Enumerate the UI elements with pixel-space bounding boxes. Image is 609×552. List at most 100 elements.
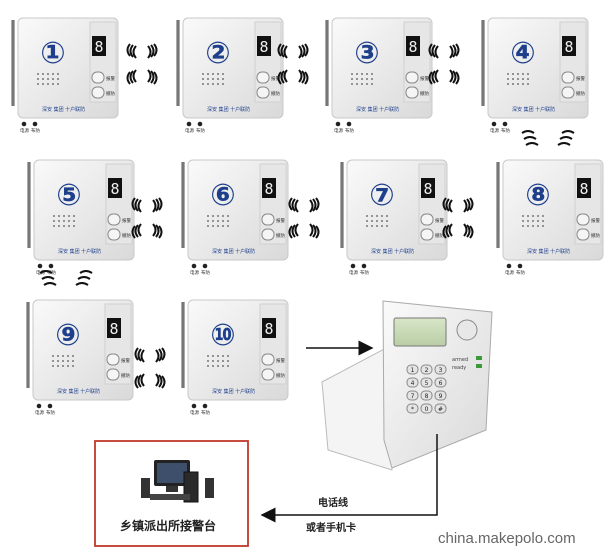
keypad-key-label: 3 [439,367,443,374]
unit-led-label: 电源 [505,269,514,276]
unit-button-label: 撤防 [576,90,585,97]
unit-number: ⑧ [525,178,550,213]
wireless-signal-icon [288,197,320,239]
keypad-lcd-screen [393,317,447,347]
unit-button-label: 撤防 [271,90,280,97]
unit-button [106,368,120,381]
unit-digit: 8 [259,38,268,56]
wireless-signal-icon [131,197,163,239]
link-label-phone-line: 电话线 [318,498,348,509]
unit-button-label: 报警 [276,217,285,224]
unit-button [107,228,121,241]
arrow-keypad-to-police [260,434,438,523]
computer-icon [141,460,214,503]
police-station-label: 乡镇派出所接警台 [120,519,217,533]
unit-button-label: 报警 [435,217,444,224]
unit-number: ⑦ [369,178,394,213]
unit-button [91,71,105,84]
unit-digit-display [257,36,271,56]
watermark: china.makepolo.com [438,530,576,547]
wireless-signal-icon [428,43,460,85]
unit-led-label: 电源 [35,409,44,416]
unit-number: ② [205,36,230,71]
unit-led-label: 电源 [190,269,199,276]
keypad-key [406,377,419,388]
unit-led-label: 布防 [360,269,369,276]
unit-number: ① [40,36,65,71]
unit-button-label: 撤防 [591,232,600,239]
unit-brand: 深安 集团 十户联防 [57,388,100,395]
unit-led-label: 电源 [20,127,29,134]
unit-button-label: 撤防 [435,232,444,239]
unit-button-label: 报警 [591,217,600,224]
unit-digit-display [108,178,122,198]
unit-digit: 8 [564,38,573,56]
keypad-key-label: 8 [425,393,429,400]
unit-brand: 深安 集团 十户联防 [527,248,570,255]
keypad-key-label: 7 [411,393,415,400]
unit-number: ⑥ [210,178,235,213]
keypad-key-label: 1 [411,367,415,374]
keypad-status-ready: ready [452,365,466,371]
unit-button [261,353,275,366]
unit-brand: 深安 集团 十户联防 [212,248,255,255]
unit-brand: 深安 集团 十户联防 [58,248,101,255]
keypad-key-label: 9 [439,393,443,400]
police-station-box [94,440,249,547]
wireless-signal-icon [134,347,166,389]
keypad-key-label: 5 [425,380,429,387]
unit-digit-display [107,318,121,338]
unit-number: ⑤ [56,178,81,213]
unit-digit: 8 [579,180,588,198]
unit-button-label: 撤防 [276,372,285,379]
unit-button-label: 报警 [420,75,429,82]
unit-led-label: 电源 [190,409,199,416]
unit-led-label: 布防 [501,127,510,134]
unit-led-label: 布防 [201,269,210,276]
unit-button [561,86,575,99]
unit-button [256,86,270,99]
keypad-key [406,390,419,401]
unit-led-label: 布防 [345,127,354,134]
unit-digit-display [92,36,106,56]
unit-digit: 8 [423,180,432,198]
unit-button [576,228,590,241]
unit-led-label: 布防 [201,409,210,416]
keypad-key [420,403,433,414]
keypad-nav-button [456,319,478,341]
unit-button-label: 报警 [122,217,131,224]
unit-digit: 8 [94,38,103,56]
unit-digit-display [577,178,591,198]
unit-digit: 8 [408,38,417,56]
unit-digit: 8 [264,180,273,198]
wireless-signal-icon [521,130,575,146]
unit-button-label: 报警 [576,75,585,82]
keypad-key [434,364,447,375]
unit-button-label: 报警 [276,357,285,364]
unit-button [405,86,419,99]
unit-button [420,213,434,226]
unit-number: ⑨ [55,318,80,353]
unit-button-label: 撤防 [121,372,130,379]
unit-led-label: 布防 [46,409,55,416]
keypad-key [420,377,433,388]
unit-brand: 深安 集团 十户联防 [356,106,399,113]
unit-brand: 深安 集团 十户联防 [371,248,414,255]
keypad-key [434,390,447,401]
unit-digit-display [562,36,576,56]
keypad-key-label: 6 [439,380,443,387]
keypad-key-label: 4 [411,380,415,387]
link-label-sim-card: 或者手机卡 [306,523,356,534]
unit-digit-display [262,318,276,338]
unit-led-label: 布防 [196,127,205,134]
unit-brand: 深安 集团 十户联防 [207,106,250,113]
keypad-key-label: 2 [425,367,429,374]
unit-button [576,213,590,226]
